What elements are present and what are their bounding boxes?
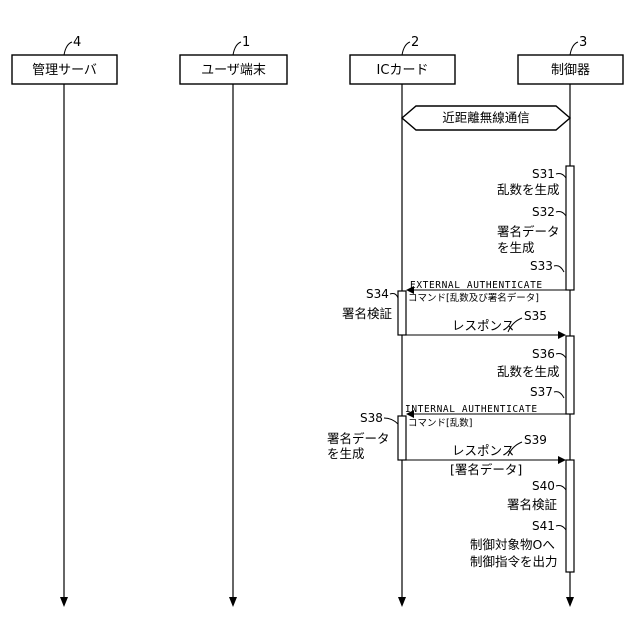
controller-ref: 3 xyxy=(579,35,587,50)
step-s35-id: S35 xyxy=(524,309,547,323)
participant-terminal: ユーザ端末 1 xyxy=(180,35,287,607)
step-s38-text-line1: 署名データ xyxy=(327,431,390,446)
step-s33-leader xyxy=(554,266,564,272)
step-s36-leader xyxy=(556,354,566,359)
step-s37-id: S37 xyxy=(530,385,553,399)
controller-activation-3 xyxy=(566,460,574,572)
nfc-label: 近距離無線通信 xyxy=(442,110,530,125)
server-label: 管理サーバ xyxy=(32,63,97,78)
step-s41-leader xyxy=(556,526,566,531)
s37-command-label: コマンド[乱数] xyxy=(408,417,472,429)
s39-response-label: レスポンス xyxy=(452,443,514,458)
step-s31-text: 乱数を生成 xyxy=(497,182,560,197)
step-s38-leader xyxy=(384,418,398,424)
step-s34-leader xyxy=(390,294,398,299)
s39-response-sub: [署名データ] xyxy=(450,462,522,477)
step-s31-leader xyxy=(556,174,566,179)
step-s40-leader xyxy=(556,486,566,491)
terminal-label: ユーザ端末 xyxy=(201,63,266,78)
s33-command-label: コマンド[乱数及び署名データ] xyxy=(408,292,539,304)
step-s41-text-line1: 制御対象物Oへ xyxy=(470,537,555,552)
controller-label: 制御器 xyxy=(551,63,590,78)
step-s37-leader xyxy=(554,392,564,398)
controller-activation-1 xyxy=(566,166,574,290)
server-ref: 4 xyxy=(73,35,81,50)
step-s32-text-line1: 署名データ xyxy=(497,224,560,239)
iccard-ref: 2 xyxy=(411,35,419,50)
controller-ref-leader xyxy=(570,42,578,55)
step-s40-id: S40 xyxy=(532,479,555,493)
s35-response-label: レスポンス xyxy=(452,318,514,333)
server-ref-leader xyxy=(64,42,72,55)
server-lifeline-arrow xyxy=(60,597,68,607)
iccard-activation-2 xyxy=(398,416,406,460)
step-s36-id: S36 xyxy=(532,347,555,361)
step-s41-text-line2: 制御指令を出力 xyxy=(470,554,558,569)
step-s34-id: S34 xyxy=(366,287,389,301)
step-s39-id: S39 xyxy=(524,433,547,447)
iccard-lifeline-arrow xyxy=(398,597,406,607)
step-s38-text-line2: を生成 xyxy=(327,446,365,461)
step-s36-text: 乱数を生成 xyxy=(497,364,560,379)
step-s32-text-line2: を生成 xyxy=(497,240,535,255)
iccard-activation-1 xyxy=(398,291,406,335)
step-s40-text: 署名検証 xyxy=(507,497,558,512)
step-s32-leader xyxy=(556,212,566,217)
controller-activation-2 xyxy=(566,336,574,414)
step-s38-id: S38 xyxy=(360,411,383,425)
step-s41-id: S41 xyxy=(532,519,555,533)
iccard-ref-leader xyxy=(402,42,410,55)
step-s33-id: S33 xyxy=(530,259,553,273)
step-s32-id: S32 xyxy=(532,205,555,219)
s33-message-label: EXTERNAL AUTHENTICATE xyxy=(410,280,543,291)
iccard-label: ICカード xyxy=(377,63,429,78)
s37-message-label: INTERNAL AUTHENTICATE xyxy=(405,404,538,415)
participant-server: 管理サーバ 4 xyxy=(12,35,117,607)
step-s31-id: S31 xyxy=(532,167,555,181)
terminal-lifeline-arrow xyxy=(229,597,237,607)
controller-lifeline-arrow xyxy=(566,597,574,607)
terminal-ref: 1 xyxy=(242,35,250,50)
step-s34-text: 署名検証 xyxy=(342,306,393,321)
terminal-ref-leader xyxy=(233,42,241,55)
